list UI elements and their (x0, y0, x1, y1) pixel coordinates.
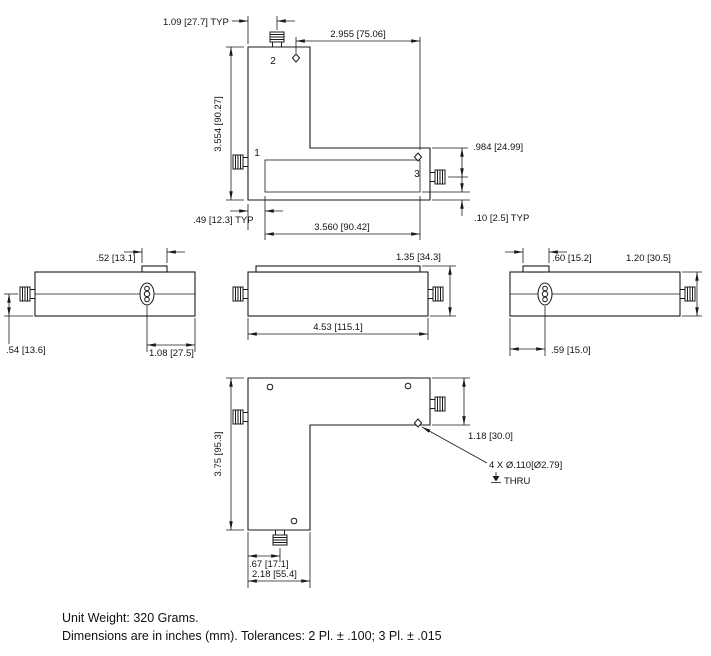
dim-length: 4.53 [115.1] (247, 318, 429, 340)
dim-height: 1.35 [34.3] (396, 252, 456, 317)
dim-arm-height: .984 [24.99] (432, 142, 523, 178)
port-1-label: 1 (254, 148, 260, 159)
front-view-lid (255, 265, 421, 273)
bottom-view: 3.75 [95.3] 1.18 [30.0] 4 X Ø.110[Ø2.79]… (213, 377, 562, 588)
thru-hole-icon (290, 517, 298, 525)
bottom-view-connector-right (429, 396, 446, 412)
top-view-inner-rect (264, 159, 421, 193)
dim-conn-offset: 1.08 [27.5] (146, 306, 196, 359)
bottom-view-connector-left (232, 409, 249, 425)
front-view-outline (247, 271, 429, 317)
dim-height: 1.20 [30.5] (626, 253, 702, 317)
port-2-label: 2 (270, 56, 276, 67)
port-3-connector (429, 169, 446, 185)
dim-arm-width: 2.18 [55.4] (248, 532, 311, 588)
front-view: 1.35 [34.3] 4.53 [115.1] (232, 252, 456, 340)
dim-text: .54 [13.6] (6, 345, 46, 356)
dim-arm-height: 1.18 [30.0] (432, 377, 513, 442)
dim-lid: .52 [13.1] (96, 248, 185, 264)
dim-lid: .60 [15.2] (505, 248, 592, 264)
dim-text: 1.18 [30.0] (468, 431, 513, 442)
dim-text: 4.53 [115.1] (313, 322, 362, 333)
dim-text: .59 [15.0] (551, 345, 591, 356)
right-view-connector (679, 286, 696, 302)
dim-conn-offset: .59 [15.0] (509, 306, 591, 356)
note-tolerances: Dimensions are in inches (mm). Tolerance… (62, 629, 442, 643)
connector-face-icon (139, 282, 155, 306)
right-view-lid-lip (522, 265, 550, 273)
front-view-connector-right (427, 286, 444, 302)
leader-line (421, 426, 488, 464)
thru-hole-icon (404, 382, 412, 390)
bottom-view-outline (247, 377, 431, 531)
hole-note-text: 4 X Ø.110[Ø2.79] (489, 460, 562, 471)
dim-height: 3.554 [90.27] (213, 46, 244, 201)
dim-text: 1.08 [27.5] (149, 348, 194, 359)
dim-height: 3.75 [95.3] (213, 377, 244, 531)
hole-note-text: THRU (504, 476, 531, 487)
dim-text: 1.20 [30.5] (626, 253, 671, 264)
left-view-lid-lip (141, 265, 168, 273)
dim-conn-offset: .67 [17.1] (247, 532, 289, 588)
dim-text: 1.09 [27.7] TYP (163, 17, 229, 28)
dim-text: .67 [17.1] (249, 559, 289, 570)
dim-text: .52 [13.1] (96, 253, 136, 264)
dim-port2-offset: 1.09 [27.7] TYP (163, 16, 295, 44)
left-view-connector (19, 286, 36, 302)
dim-text: .49 [12.3] TYP (193, 215, 254, 226)
dim-text: 3.560 [90.42] (314, 222, 369, 233)
drawing-notes: Unit Weight: 320 Grams. Dimensions are i… (62, 611, 442, 643)
dim-text: .60 [15.2] (552, 253, 592, 264)
dim-inset: .49 [12.3] TYP (193, 196, 283, 240)
dim-conn-height: .54 [13.6] (4, 293, 46, 356)
front-view-connector-left (232, 286, 249, 302)
right-side-view: .60 [15.2] 1.20 [30.5] .59 [15.0] (505, 248, 702, 356)
dim-text: .10 [2.5] TYP (474, 213, 529, 224)
dim-text: 1.35 [34.3] (396, 252, 441, 263)
dim-width-upper: 2.955 [75.06] (295, 29, 421, 150)
dim-text: 3.554 [90.27] (213, 96, 224, 151)
connector-face-icon (537, 282, 553, 306)
dim-text: 2.18 [55.4] (252, 569, 297, 580)
hole-callout: 4 X Ø.110[Ø2.79] THRU (421, 426, 562, 487)
dim-lip: .10 [2.5] TYP (422, 176, 529, 224)
port-2-connector (269, 31, 285, 48)
thru-hole-icon (266, 383, 274, 391)
bottom-view-connector-bottom (272, 529, 288, 546)
port-3-label: 3 (414, 169, 420, 180)
dim-width-lower: 3.560 [90.42] (265, 196, 421, 240)
port-1-connector (232, 154, 249, 170)
dim-text: 2.955 [75.06] (330, 29, 385, 40)
left-side-view: .52 [13.1] .54 [13.6] 1.08 [27.5] (4, 248, 196, 359)
top-view: 2 1 3 1.09 [27.7] TYP 2.955 [75.06] 3.55… (163, 16, 529, 240)
note-unit-weight: Unit Weight: 320 Grams. (62, 611, 199, 625)
dim-text: .984 [24.99] (473, 142, 523, 153)
top-view-outline (247, 46, 431, 201)
depth-symbol-icon (491, 472, 501, 483)
dim-text: 3.75 [95.3] (213, 432, 224, 477)
